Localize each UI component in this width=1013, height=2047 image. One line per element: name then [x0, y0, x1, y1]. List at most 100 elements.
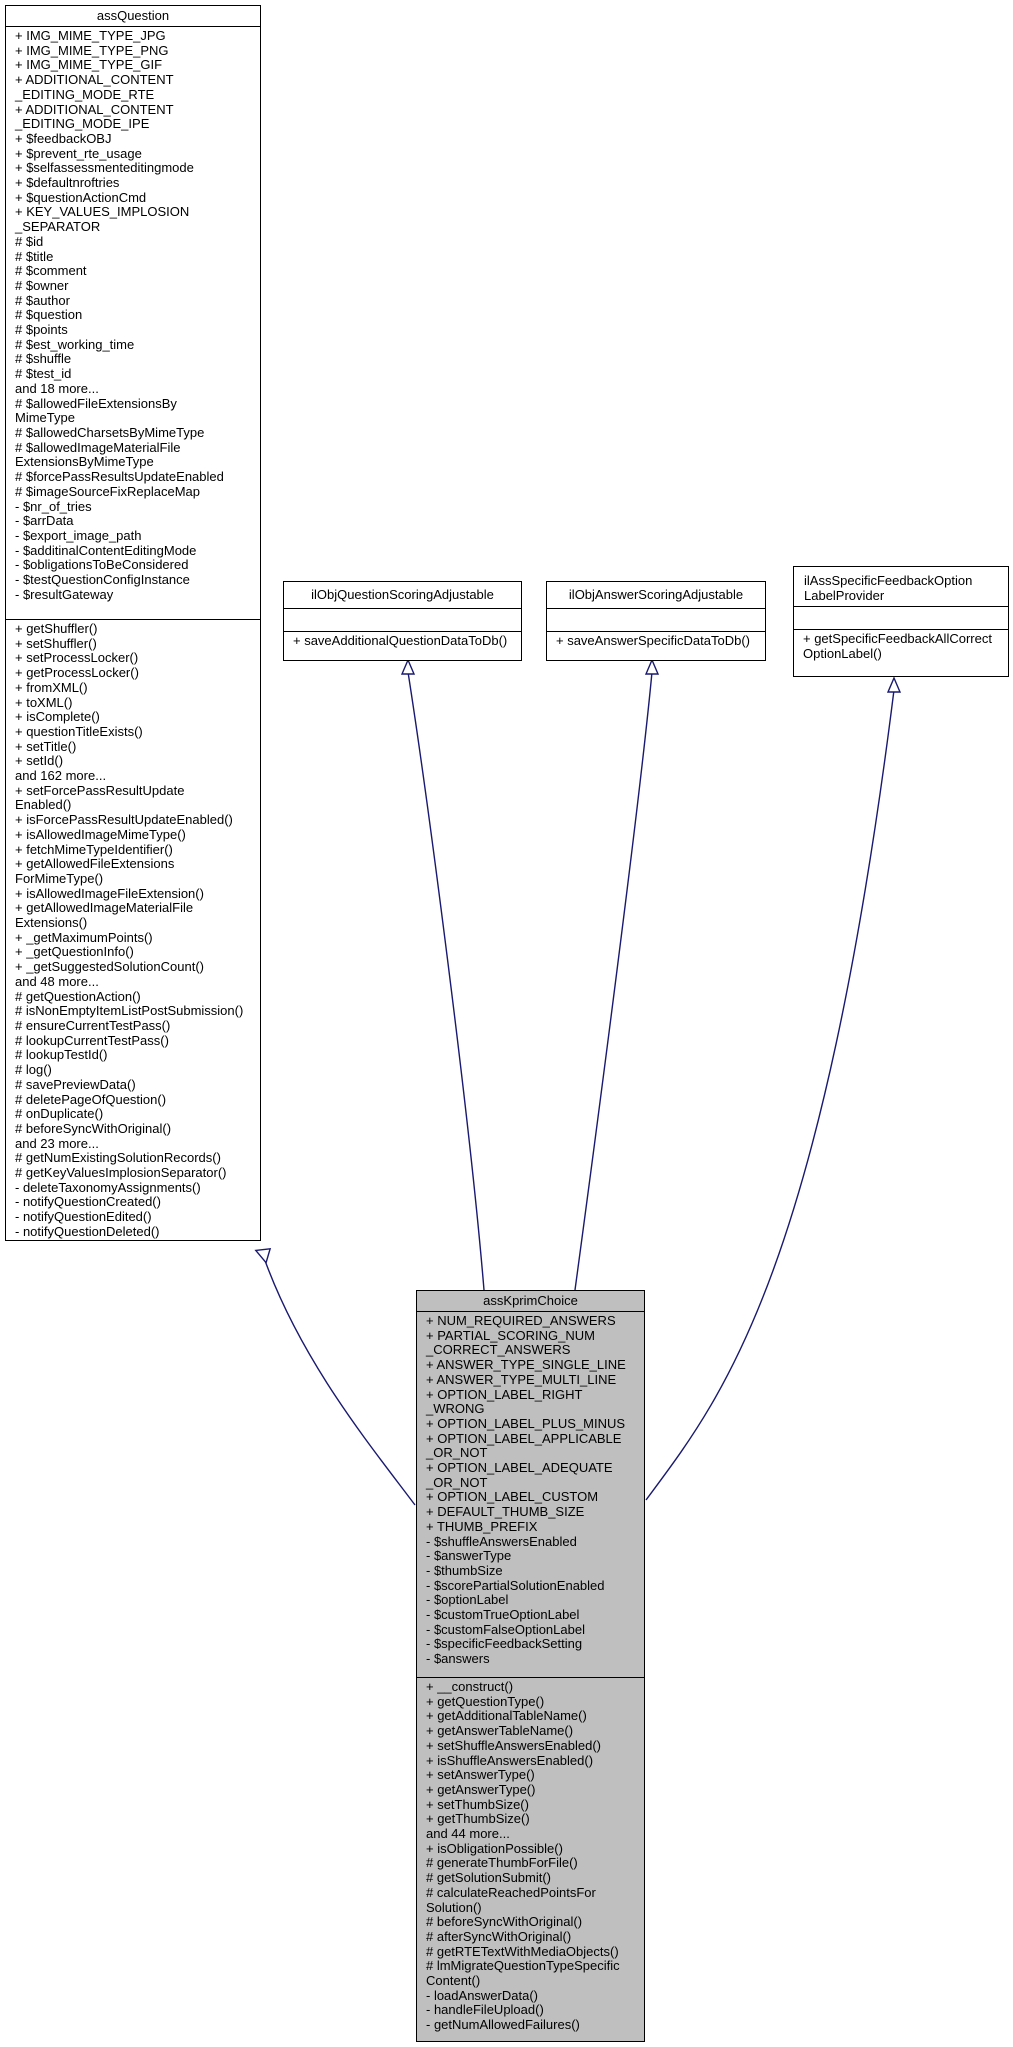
- member-attribute: ExtensionsByMimeType: [15, 454, 154, 470]
- class-title-line: LabelProvider: [804, 588, 885, 603]
- class-ilObjAnswerScoringAdjustable: ilObjAnswerScoringAdjustable + saveAnswe…: [546, 581, 766, 661]
- member-attribute: and 18 more...: [15, 380, 99, 396]
- member-attribute: + OPTION_LABEL_CUSTOM: [426, 1489, 599, 1505]
- member-attribute: # $shuffle: [15, 351, 72, 367]
- member-attribute: - $additinalContentEditingMode: [15, 542, 197, 558]
- methods-section: + saveAdditionalQuestionDataToDb(): [284, 631, 521, 652]
- member-method: + getThumbSize(): [426, 1811, 530, 1827]
- class-title: ilObjQuestionScoringAdjustable: [284, 582, 521, 609]
- member-method: + setForcePassResultUpdate: [15, 782, 185, 798]
- member-attribute: + ADDITIONAL_CONTENT: [15, 101, 174, 117]
- member-attribute: # $imageSourceFixReplaceMap: [15, 483, 200, 499]
- member-method: OptionLabel(): [803, 645, 882, 661]
- member-attribute: + ADDITIONAL_CONTENT: [15, 72, 174, 88]
- edge-assKprimChoice-to-ilObjAnswerScoringAdjustable: [574, 671, 653, 1291]
- member-method: + _getMaximumPoints(): [15, 929, 153, 945]
- member-attribute: - $scorePartialSolutionEnabled: [426, 1577, 605, 1593]
- member-method: - getNumAllowedFailures(): [426, 2017, 580, 2033]
- member-method: # lmMigrateQuestionTypeSpecific: [426, 1958, 620, 1974]
- member-attribute: # $test_id: [15, 366, 72, 382]
- attributes-section: + NUM_REQUIRED_ANSWERS+ PARTIAL_SCORING_…: [417, 1312, 644, 1677]
- member-method: # beforeSyncWithOriginal(): [426, 1914, 583, 1930]
- member-attribute: + OPTION_LABEL_APPLICABLE: [426, 1430, 622, 1446]
- member-method: # calculateReachedPointsFor: [426, 1884, 596, 1900]
- member-method: # isNonEmptyItemListPostSubmission(): [15, 1003, 244, 1019]
- member-attribute: - $customFalseOptionLabel: [426, 1621, 585, 1637]
- member-method: # deletePageOfQuestion(): [15, 1091, 167, 1107]
- member-method: Content(): [426, 1973, 481, 1989]
- member-method: + getSpecificFeedbackAllCorrect: [803, 631, 992, 646]
- member-method: # afterSyncWithOriginal(): [426, 1928, 572, 1944]
- member-attribute: # $allowedFileExtensionsBy: [15, 395, 177, 411]
- member-method: + setId(): [15, 753, 64, 769]
- member-method: + getAnswerType(): [426, 1781, 536, 1797]
- attributes-section: + IMG_MIME_TYPE_JPG+ IMG_MIME_TYPE_PNG+ …: [6, 27, 260, 619]
- member-method: + getAllowedImageMaterialFile: [15, 900, 194, 916]
- member-method: + _getQuestionInfo(): [15, 944, 134, 960]
- member-method: + setShuffleAnswersEnabled(): [426, 1737, 601, 1753]
- member-attribute: # $question: [15, 307, 83, 323]
- member-attribute: MimeType: [15, 410, 75, 426]
- member-method: - notifyQuestionEdited(): [15, 1209, 152, 1225]
- member-attribute: + PARTIAL_SCORING_NUM: [426, 1327, 595, 1343]
- member-method: # generateThumbForFile(): [426, 1855, 578, 1871]
- methods-section: + saveAnswerSpecificDataToDb(): [547, 631, 765, 652]
- edge-assKprimChoice-to-ilObjQuestionScoringAdjustable: [407, 671, 485, 1291]
- member-attribute: + ANSWER_TYPE_MULTI_LINE: [426, 1371, 617, 1387]
- member-method: # savePreviewData(): [15, 1076, 136, 1092]
- member-attribute: _OR_NOT: [426, 1474, 488, 1490]
- member-attribute: + ANSWER_TYPE_SINGLE_LINE: [426, 1357, 626, 1373]
- member-method: + setTitle(): [15, 738, 77, 754]
- member-method: and 44 more...: [426, 1826, 510, 1842]
- member-method: + _getSuggestedSolutionCount(): [15, 959, 204, 975]
- member-method: Extensions(): [15, 915, 88, 931]
- member-attribute: - $testQuestionConfigInstance: [15, 572, 190, 588]
- member-method: # beforeSyncWithOriginal(): [15, 1120, 172, 1136]
- arrowhead-ilObjQuestionScoringAdjustable: [400, 658, 416, 675]
- member-method: - notifyQuestionCreated(): [15, 1194, 161, 1210]
- member-attribute: - $answerType: [426, 1548, 512, 1564]
- member-method: - notifyQuestionDeleted(): [15, 1223, 160, 1239]
- member-method: + setThumbSize(): [426, 1796, 529, 1812]
- member-attribute: + IMG_MIME_TYPE_PNG: [15, 42, 169, 58]
- arrowhead-ilAssSpecificFeedbackOptionLabelProvider: [886, 676, 902, 693]
- member-method: + isComplete(): [15, 709, 100, 725]
- member-attribute: # $allowedImageMaterialFile: [15, 439, 181, 455]
- member-attribute: # $points: [15, 322, 68, 338]
- member-attribute: + IMG_MIME_TYPE_GIF: [15, 57, 163, 73]
- member-method: # getKeyValuesImplosionSeparator(): [15, 1165, 227, 1181]
- member-attribute: _EDITING_MODE_IPE: [15, 116, 150, 132]
- member-method: + isForcePassResultUpdateEnabled(): [15, 812, 233, 828]
- member-attribute: + NUM_REQUIRED_ANSWERS: [426, 1313, 616, 1328]
- member-attribute: _SEPARATOR: [15, 219, 101, 235]
- member-attribute: - $export_image_path: [15, 527, 142, 543]
- member-method: + getQuestionType(): [426, 1693, 545, 1709]
- member-method: + isAllowedImageFileExtension(): [15, 885, 204, 901]
- class-ilObjQuestionScoringAdjustable: ilObjQuestionScoringAdjustable + saveAdd…: [283, 581, 522, 661]
- member-attribute: + $questionActionCmd: [15, 189, 147, 205]
- member-method: # getRTETextWithMediaObjects(): [426, 1943, 619, 1959]
- member-attribute: # $allowedCharsetsByMimeType: [15, 424, 205, 440]
- member-attribute: _EDITING_MODE_RTE: [15, 86, 155, 102]
- member-method: - deleteTaxonomyAssignments(): [15, 1179, 201, 1195]
- member-attribute: + OPTION_LABEL_ADEQUATE: [426, 1460, 613, 1476]
- member-method: + getAnswerTableName(): [426, 1723, 574, 1739]
- member-method: # onDuplicate(): [15, 1106, 104, 1122]
- member-attribute: - $thumbSize: [426, 1562, 503, 1578]
- member-attribute: + OPTION_LABEL_RIGHT: [426, 1386, 583, 1402]
- class-title-line: ilAssSpecificFeedbackOption: [804, 573, 973, 588]
- class-assKprimChoice: assKprimChoice + NUM_REQUIRED_ANSWERS+ P…: [416, 1290, 645, 2042]
- member-method: Enabled(): [15, 797, 72, 813]
- member-attribute: - $optionLabel: [426, 1592, 509, 1608]
- member-method: + saveAdditionalQuestionDataToDb(): [293, 633, 508, 648]
- member-method: # lookupCurrentTestPass(): [15, 1032, 169, 1048]
- member-attribute: - $obligationsToBeConsidered: [15, 557, 189, 573]
- member-attribute: + $feedbackOBJ: [15, 130, 112, 146]
- member-attribute: - $specificFeedbackSetting: [426, 1636, 583, 1652]
- member-attribute: # $owner: [15, 277, 69, 293]
- member-method: + getProcessLocker(): [15, 665, 139, 681]
- member-method: - handleFileUpload(): [426, 2002, 544, 2018]
